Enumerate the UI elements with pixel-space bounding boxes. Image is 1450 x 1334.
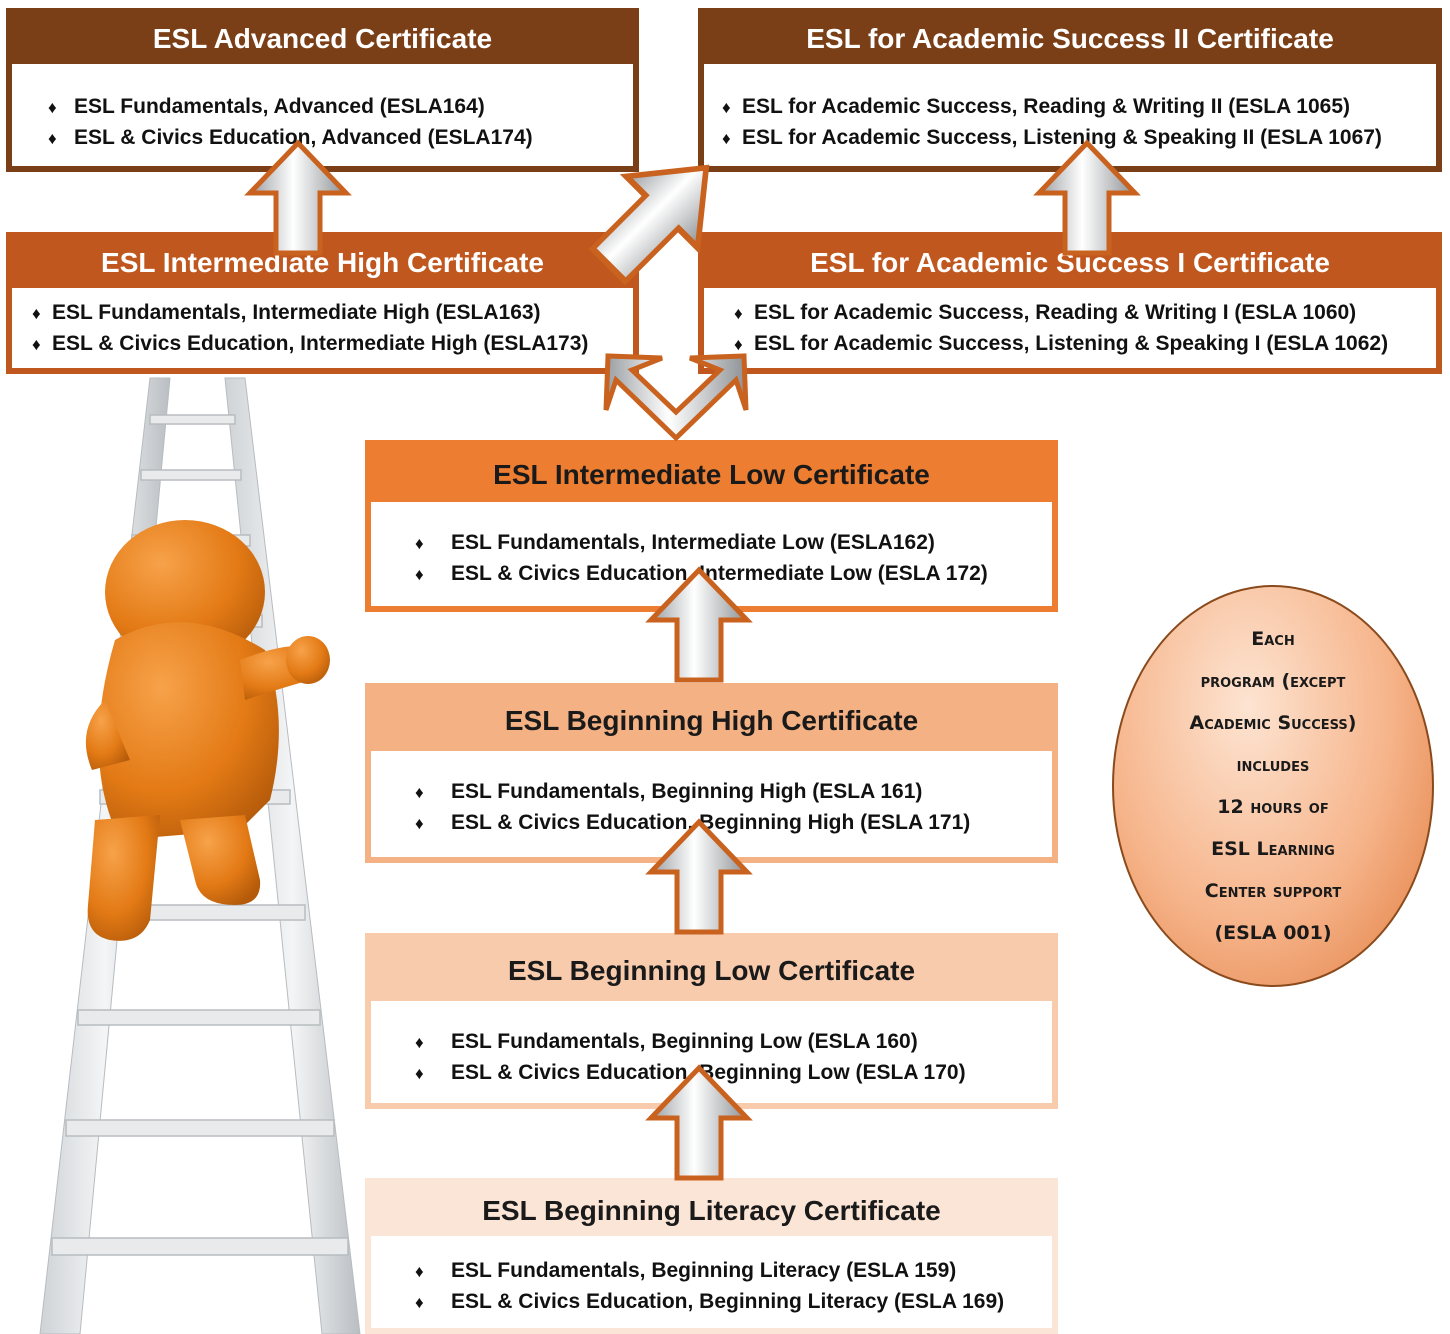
cert-beginning-literacy: ESL Beginning Literacy Certificate ♦ESL … xyxy=(365,1178,1058,1334)
cert-beginning-low: ESL Beginning Low Certificate ♦ESL Funda… xyxy=(365,933,1058,1109)
cert-advanced: ESL Advanced Certificate ♦ESL Fundamenta… xyxy=(6,8,639,172)
course-item: ♦ESL for Academic Success, Listening & S… xyxy=(722,126,1382,149)
cert-title: ESL Intermediate Low Certificate xyxy=(371,446,1052,502)
cert-beginning-high: ESL Beginning High Certificate ♦ESL Fund… xyxy=(365,683,1058,863)
up-arrow-icon xyxy=(651,822,747,932)
up-arrow-icon xyxy=(651,1068,747,1178)
cert-title: ESL Beginning Literacy Certificate xyxy=(371,1184,1052,1236)
cert-title: ESL for Academic Success II Certificate xyxy=(704,14,1436,64)
course-item: ♦ESL & Civics Education, Intermediate Lo… xyxy=(415,562,988,585)
split-arrow-icon xyxy=(603,353,749,442)
course-item: ♦ESL for Academic Success, Reading & Wri… xyxy=(722,95,1351,118)
course-item: ♦ESL Fundamentals, Intermediate High (ES… xyxy=(32,301,541,324)
diagonal-arrow-icon xyxy=(573,132,742,301)
course-item: ♦ESL & Civics Education, Beginning Liter… xyxy=(415,1290,1005,1313)
course-item: ♦ESL for Academic Success, Reading & Wri… xyxy=(734,301,1357,324)
course-item: ♦ESL & Civics Education, Intermediate Hi… xyxy=(32,332,589,355)
course-item: ♦ESL & Civics Education, Beginning Low (… xyxy=(415,1061,966,1084)
course-item: ♦ESL for Academic Success, Listening & S… xyxy=(734,332,1389,355)
support-note-oval: Each program (except Academic Success) i… xyxy=(1112,585,1434,987)
up-arrow-icon xyxy=(250,143,346,253)
up-arrow-icon xyxy=(1039,143,1135,253)
course-item: ♦ESL & Civics Education, Beginning High … xyxy=(415,811,971,834)
note-line: Academic Success) xyxy=(1189,712,1357,734)
cert-title: ESL Beginning Low Certificate xyxy=(371,939,1052,1001)
course-item: ♦ESL Fundamentals, Beginning Low (ESLA 1… xyxy=(415,1030,918,1053)
cert-title: ESL Advanced Certificate xyxy=(12,14,633,64)
course-item: ♦ESL Fundamentals, Beginning High (ESLA … xyxy=(415,780,923,803)
up-arrow-icon xyxy=(651,570,747,680)
note-line: includes xyxy=(1236,754,1310,776)
climbing-figure-icon xyxy=(85,520,330,941)
course-item: ♦ESL Fundamentals, Advanced (ESLA164) xyxy=(48,95,485,118)
note-line: program (except xyxy=(1200,670,1346,692)
course-item: ♦ESL Fundamentals, Beginning Literacy (E… xyxy=(415,1259,957,1282)
cert-title: ESL Beginning High Certificate xyxy=(371,689,1052,751)
course-item: ♦ESL & Civics Education, Advanced (ESLA1… xyxy=(48,126,533,149)
course-item: ♦ESL Fundamentals, Intermediate Low (ESL… xyxy=(415,531,935,554)
note-line: Each xyxy=(1251,628,1295,650)
note-line: (ESLA 001) xyxy=(1214,922,1332,944)
note-line: 12 hours of xyxy=(1217,796,1329,818)
cert-academic-ii: ESL for Academic Success II Certificate … xyxy=(698,8,1442,172)
note-line: ESL Learning xyxy=(1211,838,1335,860)
cert-intermediate-low: ESL Intermediate Low Certificate ♦ESL Fu… xyxy=(365,440,1058,612)
note-line: Center support xyxy=(1204,880,1342,902)
